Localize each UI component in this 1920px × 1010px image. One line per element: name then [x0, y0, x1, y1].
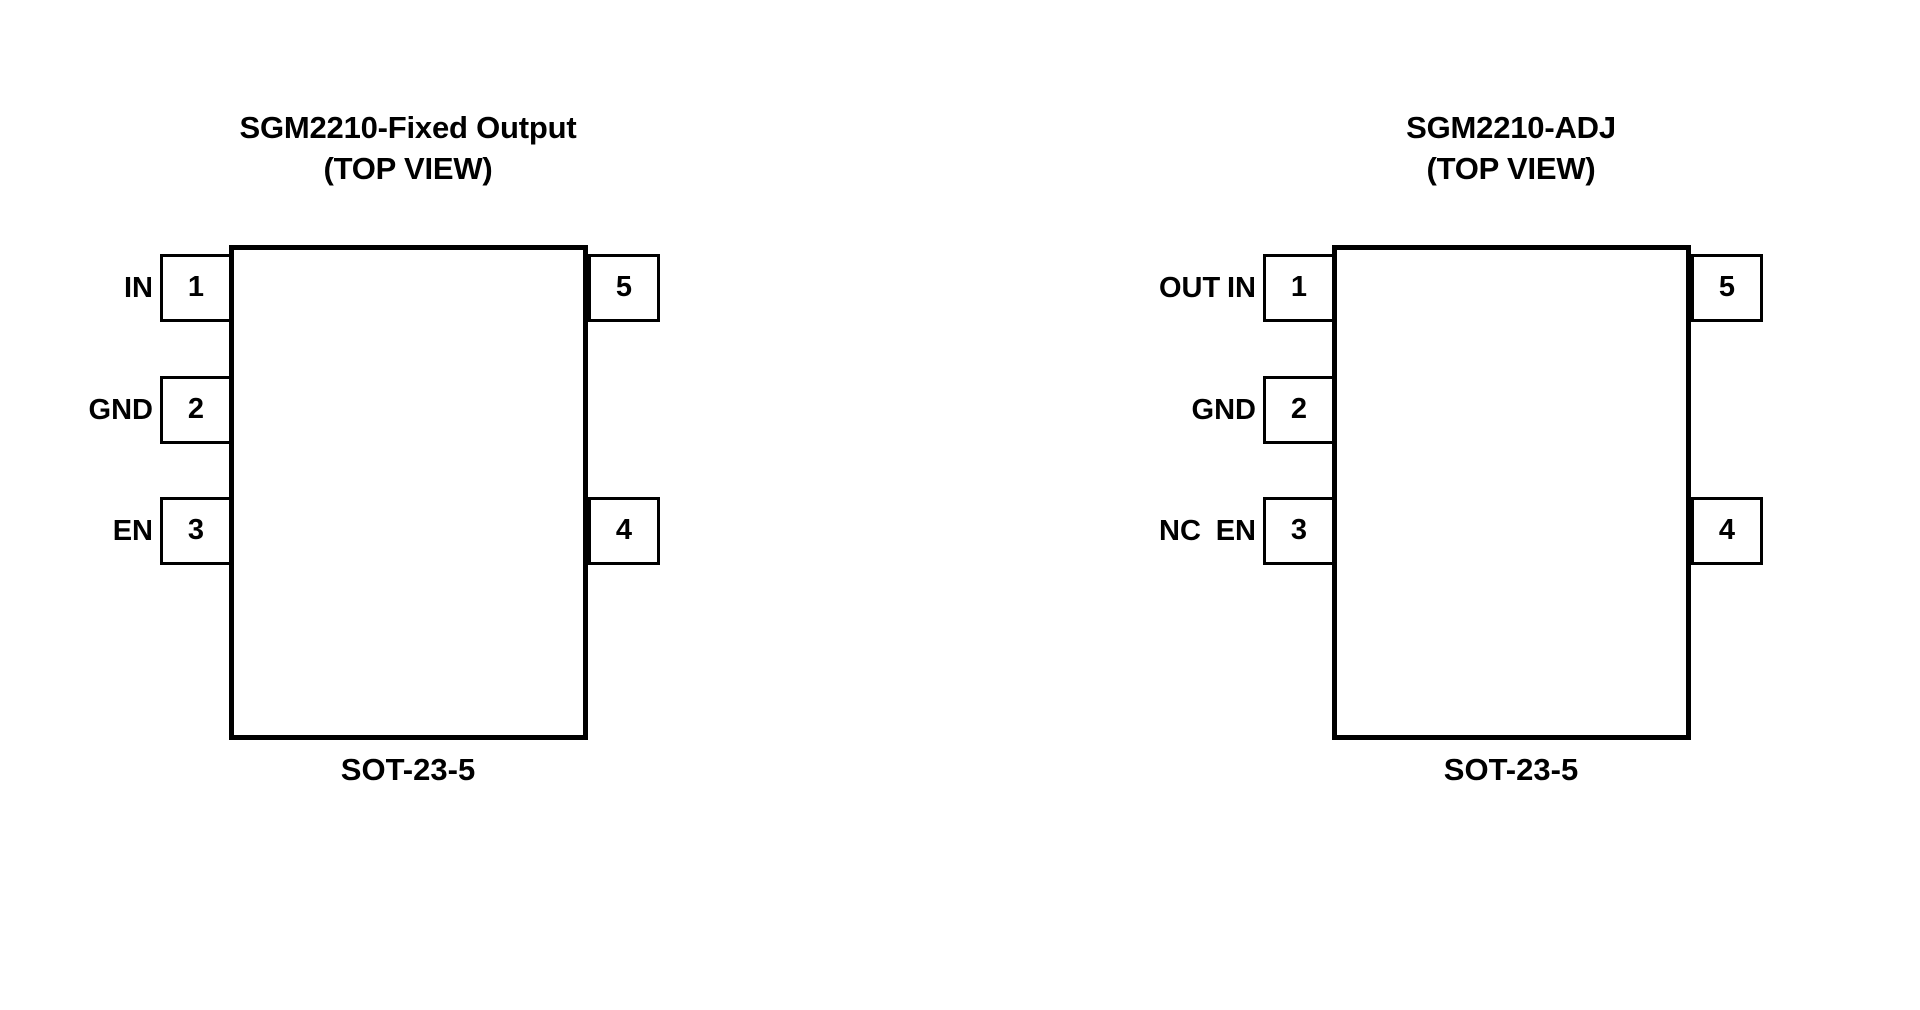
figure-title-line2: (TOP VIEW) — [1426, 150, 1596, 186]
pin-number-3: 3 — [1290, 514, 1308, 546]
pin-number-3: 3 — [187, 514, 205, 546]
pin-label-en: EN — [1215, 515, 1256, 547]
pin-tab-5: 5 OUT — [588, 254, 1220, 322]
pin-number-2: 2 — [187, 393, 205, 425]
figure-title-line1: SGM2210-Fixed Output — [239, 110, 577, 145]
pin-label-gnd: GND — [1191, 394, 1256, 426]
pinout-figure-fixed: SGM2210-Fixed Output (TOP VIEW) 1 IN 2 G… — [89, 0, 1221, 1010]
pin-tab-5: 5 OUT — [1691, 254, 1763, 322]
pin-tab-4: 4 NC — [588, 497, 1201, 565]
pin-number-4: 4 — [615, 514, 633, 546]
figure-title: SGM2210-ADJ (TOP VIEW) — [1205, 108, 1817, 189]
pinout-figure-adj: SGM2210-ADJ (TOP VIEW) 1 IN 2 GND 3 EN 5… — [1192, 0, 1817, 1010]
pin-tab-2: 2 GND — [1192, 376, 1335, 444]
package-caption: SOT-23-5 — [1443, 752, 1579, 787]
figure-title-line2: (TOP VIEW) — [323, 150, 493, 186]
pin-label-en: EN — [112, 515, 153, 547]
pin-number-1: 1 — [1290, 271, 1308, 303]
pin-tab-3: 3 EN — [1216, 497, 1335, 565]
pin-tab-4: 4 ADJ — [1691, 497, 1763, 565]
pin-tab-1: 1 IN — [1227, 254, 1335, 322]
pin-label-in: IN — [1227, 272, 1256, 304]
pin-label-in: IN — [124, 272, 153, 304]
pin-number-1: 1 — [187, 271, 205, 303]
figure-title-line1: SGM2210-ADJ — [1406, 110, 1616, 145]
pin-label-nc: NC — [1159, 515, 1201, 547]
pin-number-5: 5 — [1718, 271, 1736, 303]
pin-number-4: 4 — [1718, 514, 1736, 546]
package-body — [229, 245, 588, 740]
pin-tab-2: 2 GND — [89, 376, 232, 444]
pin-tab-1: 1 IN — [124, 254, 232, 322]
package-caption: SOT-23-5 — [340, 752, 476, 787]
pin-label-out: OUT — [1159, 272, 1221, 304]
package-body — [1332, 245, 1691, 740]
pin-number-5: 5 — [615, 271, 633, 303]
figure-title: SGM2210-Fixed Output (TOP VIEW) — [102, 108, 714, 189]
pin-label-gnd: GND — [88, 394, 153, 426]
pin-number-2: 2 — [1290, 393, 1308, 425]
pin-tab-3: 3 EN — [113, 497, 232, 565]
